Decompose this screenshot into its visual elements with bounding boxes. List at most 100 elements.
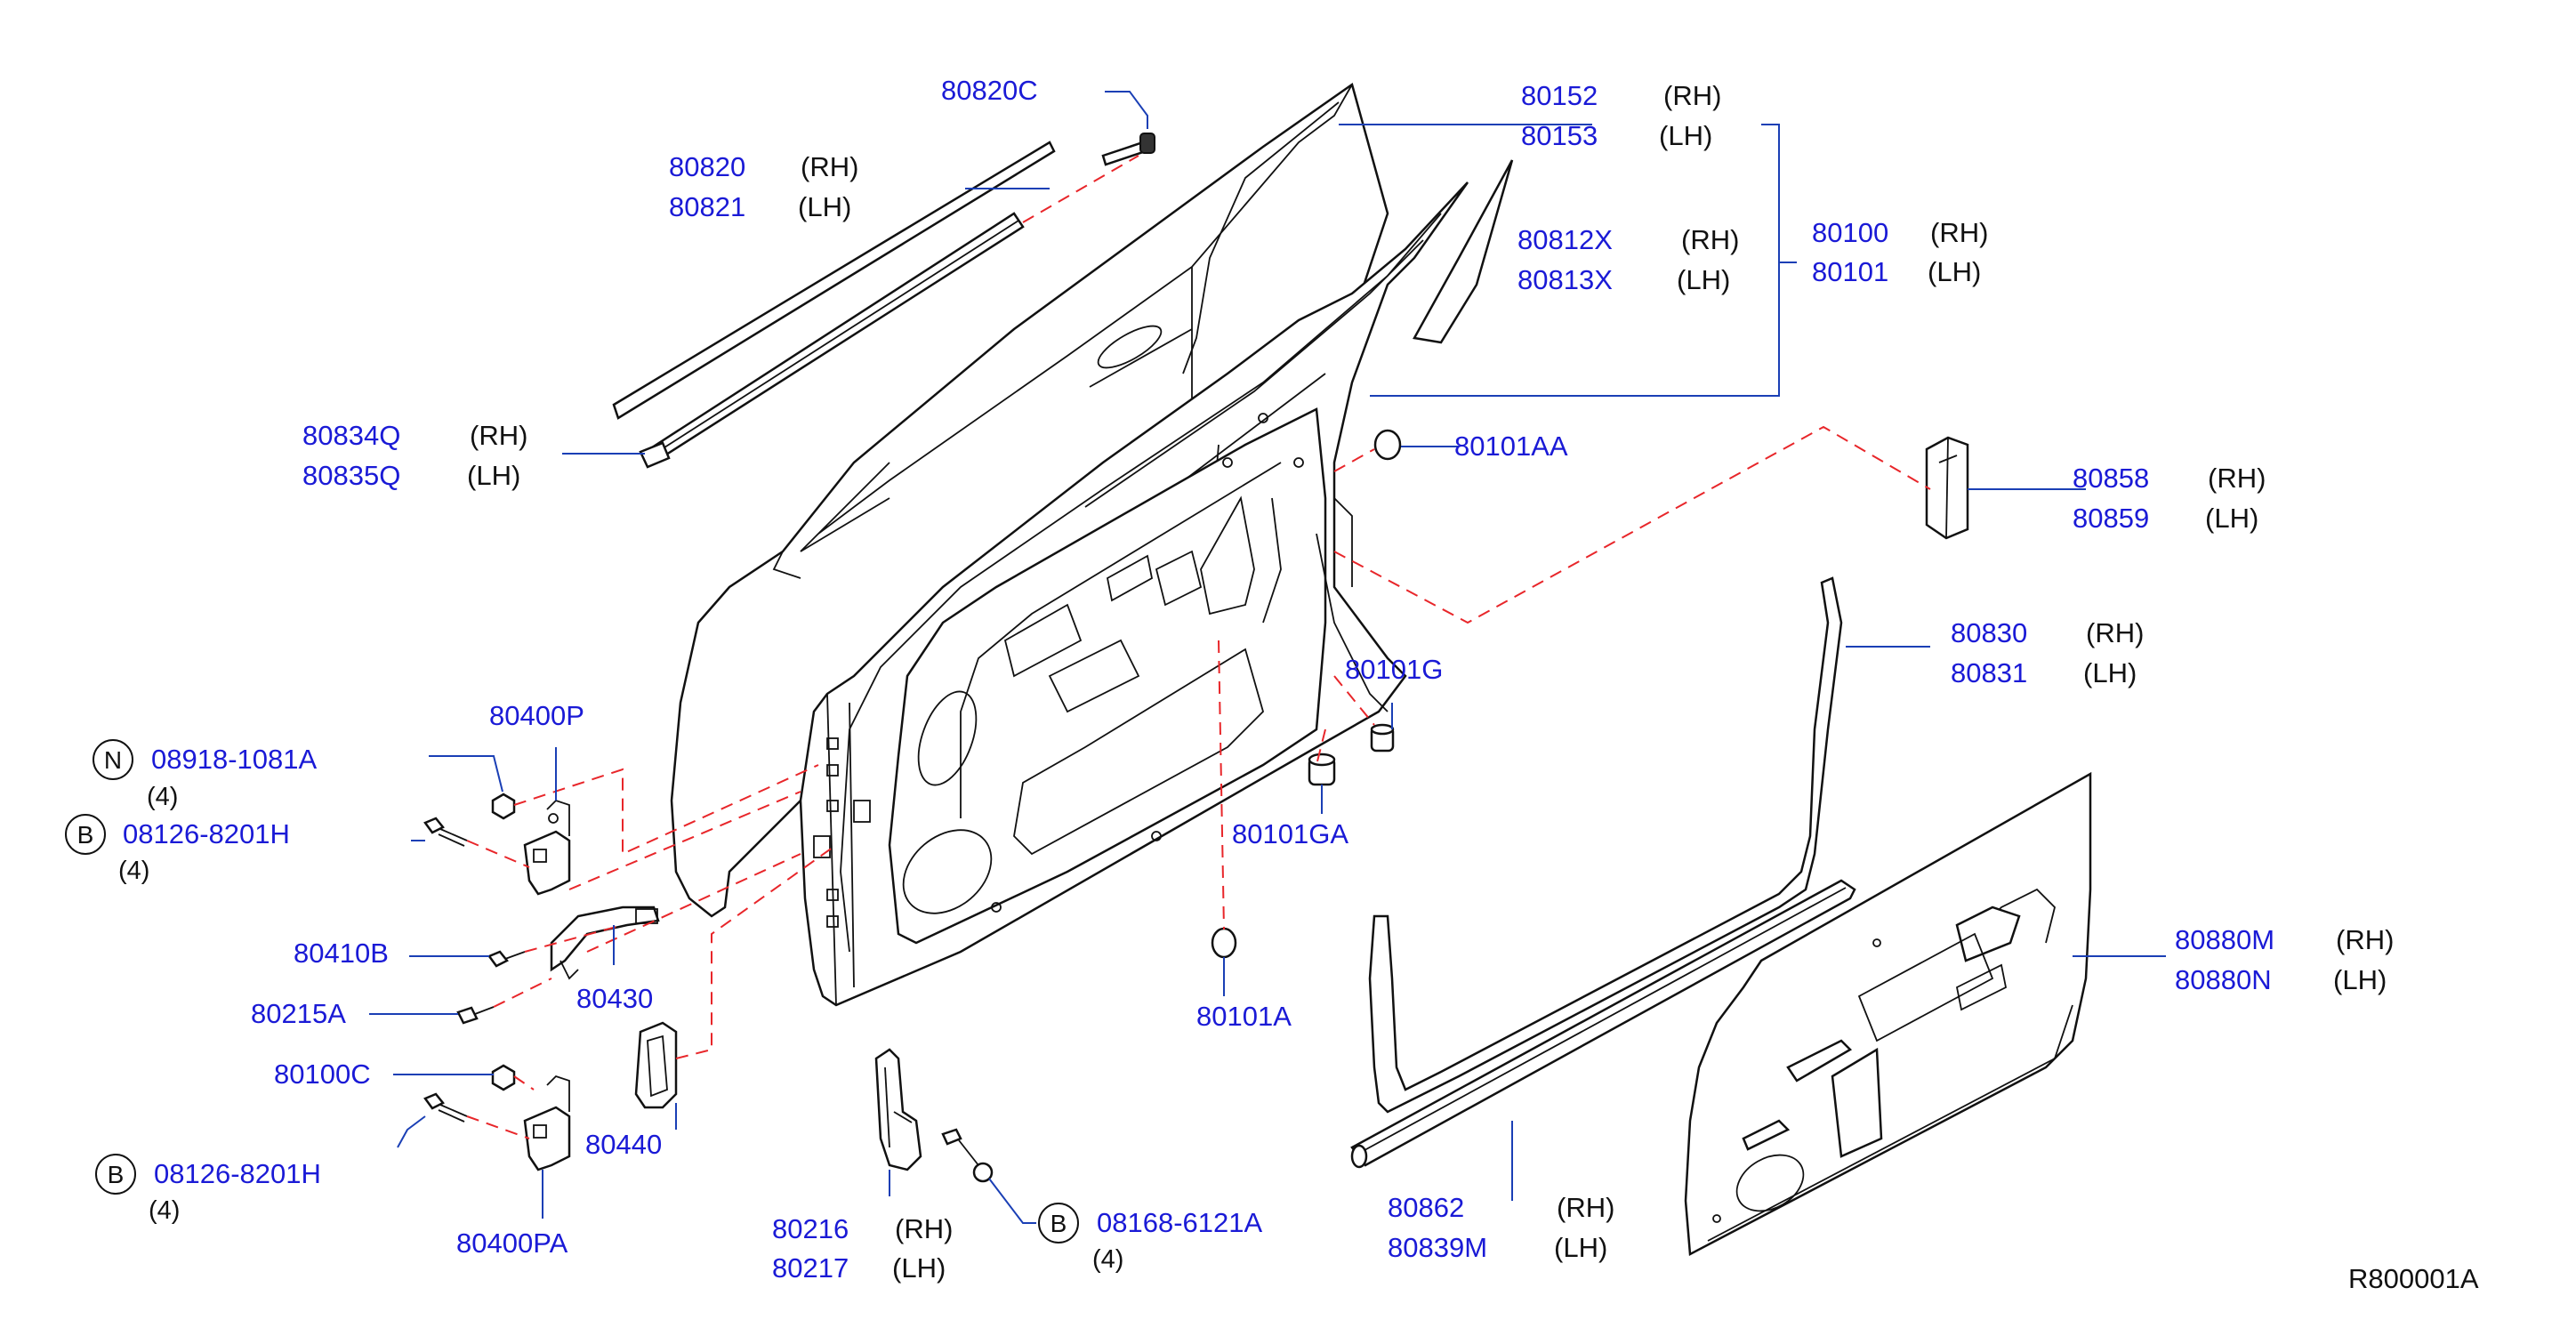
part-number-lh[interactable]: 80859: [2073, 503, 2149, 534]
side-rh: (RH): [1681, 224, 1739, 255]
callout-80100c[interactable]: 80100C: [274, 1058, 371, 1090]
callout-80820[interactable]: 80820 (RH) 80821 (LH): [669, 151, 858, 222]
callout-80152[interactable]: 80152 (RH) 80153 (LH): [1521, 80, 1721, 151]
callout-08918-1081a[interactable]: N 08918-1081A (4): [93, 739, 317, 811]
part-number[interactable]: 08918-1081A: [151, 744, 317, 775]
letter-badge: [95, 1154, 136, 1195]
callout-08126-8201h-lower[interactable]: B 08126-8201H (4): [95, 1154, 321, 1225]
side-rh: (RH): [801, 151, 858, 182]
part-number-lh[interactable]: 80880N: [2175, 964, 2272, 995]
part-number[interactable]: 80100C: [274, 1058, 371, 1090]
letter-badge: [1038, 1203, 1079, 1244]
callout-80834q[interactable]: 80834Q (RH) 80835Q (LH): [302, 420, 527, 491]
part-number[interactable]: 80430: [576, 983, 653, 1014]
callout-80101a[interactable]: 80101A: [1196, 1001, 1292, 1032]
part-number-lh[interactable]: 80813X: [1517, 264, 1613, 295]
callout-80440[interactable]: 80440: [585, 1129, 662, 1160]
lower-hinge: [523, 1075, 571, 1171]
bolt-lower: [423, 1092, 468, 1123]
part-number-rh[interactable]: 80830: [1951, 617, 2027, 648]
part-number[interactable]: 80101GA: [1232, 818, 1348, 849]
part-number-rh[interactable]: 80834Q: [302, 420, 400, 451]
callout-80101ga[interactable]: 80101GA: [1232, 818, 1348, 849]
callout-80830[interactable]: 80830 (RH) 80831 (LH): [1951, 617, 2144, 688]
dashed-guides: [466, 155, 1931, 1139]
callout-80215a[interactable]: 80215A: [251, 998, 346, 1029]
part-number-rh[interactable]: 80862: [1388, 1192, 1464, 1223]
sill-seal: [1350, 879, 1856, 1169]
part-number[interactable]: 80440: [585, 1129, 662, 1160]
callout-80812x[interactable]: 80812X (RH) 80813X (LH): [1517, 224, 1739, 295]
part-number-rh[interactable]: 80820: [669, 151, 745, 182]
callout-80101g[interactable]: 80101G: [1345, 654, 1443, 685]
part-number[interactable]: 80101G: [1345, 654, 1443, 685]
side-lh: (LH): [1677, 264, 1730, 295]
bolt-80410b: [487, 950, 526, 968]
part-number-rh[interactable]: 80152: [1521, 80, 1598, 111]
part-number-lh[interactable]: 80821: [669, 191, 745, 222]
part-number[interactable]: 08126-8201H: [123, 818, 290, 849]
door-inner-panel: [799, 181, 1469, 1007]
side-lh: (LH): [892, 1252, 946, 1284]
part-number[interactable]: 80410B: [294, 938, 389, 969]
bolt-upper: [423, 817, 468, 847]
part-number[interactable]: 08168-6121A: [1097, 1207, 1262, 1238]
callout-80216[interactable]: 80216 (RH) 80217 (LH): [772, 1213, 953, 1284]
part-number-lh[interactable]: 80101: [1812, 256, 1888, 287]
guide-block-80858: [1925, 436, 1969, 540]
part-number-rh[interactable]: 80858: [2073, 463, 2149, 494]
callout-80880m[interactable]: 80880M (RH) 80880N (LH): [2175, 924, 2394, 995]
part-number[interactable]: 80215A: [251, 998, 346, 1029]
part-number-lh[interactable]: 80835Q: [302, 460, 400, 491]
callout-80400p[interactable]: 80400P: [489, 700, 584, 731]
callout-80858[interactable]: 80858 (RH) 80859 (LH): [2073, 463, 2266, 534]
side-rh: (RH): [1557, 1192, 1614, 1223]
callout-80410b[interactable]: 80410B: [294, 938, 389, 969]
part-number[interactable]: 80101A: [1196, 1001, 1292, 1032]
callout-80101aa[interactable]: 80101AA: [1454, 431, 1568, 462]
part-number[interactable]: 80820C: [941, 75, 1038, 106]
part-number[interactable]: 80400P: [489, 700, 584, 731]
bolt-08168: [941, 1128, 994, 1183]
letter-badge: [93, 739, 133, 780]
callout-80100[interactable]: 80100 (RH) 80101 (LH): [1812, 217, 1988, 287]
callout-80820c[interactable]: 80820C: [941, 75, 1038, 106]
clip-80101ga: [1308, 753, 1336, 786]
part-number-rh[interactable]: 80812X: [1517, 224, 1613, 255]
nut-upper: [491, 793, 516, 820]
side-rh: (RH): [2086, 617, 2144, 648]
part-number-rh[interactable]: 80216: [772, 1213, 849, 1244]
screw-80820c: [1101, 133, 1155, 166]
side-lh: (LH): [1928, 256, 1981, 287]
part-number-lh[interactable]: 80217: [772, 1252, 849, 1284]
door-weatherstrip: [1368, 576, 1843, 1114]
part-number[interactable]: 80400PA: [456, 1227, 568, 1259]
part-number-lh[interactable]: 80839M: [1388, 1232, 1487, 1263]
part-number[interactable]: 08126-8201H: [154, 1158, 321, 1189]
part-number-rh[interactable]: 80880M: [2175, 924, 2274, 955]
door-check-link: [550, 905, 660, 980]
callout-08168-6121a[interactable]: B 08168-6121A (4): [1038, 1203, 1262, 1274]
letter-badge: [65, 814, 106, 855]
side-rh: (RH): [2208, 463, 2266, 494]
side-lh: (LH): [467, 460, 520, 491]
callout-80400pa[interactable]: 80400PA: [456, 1227, 568, 1259]
door-trim-panel: [1684, 771, 2092, 1256]
quantity: (4): [1092, 1245, 1123, 1274]
side-rh: (RH): [1663, 80, 1721, 111]
side-rh: (RH): [1930, 217, 1988, 248]
callout-80430[interactable]: 80430: [576, 983, 653, 1014]
side-rh: (RH): [2336, 924, 2394, 955]
part-number[interactable]: 80101AA: [1454, 431, 1568, 462]
part-number-lh[interactable]: 80153: [1521, 120, 1598, 151]
quantity: (4): [118, 857, 149, 885]
side-lh: (LH): [1554, 1232, 1607, 1263]
side-lh: (LH): [2333, 964, 2387, 995]
letter: B: [108, 1161, 125, 1188]
part-number-lh[interactable]: 80831: [1951, 657, 2027, 688]
glass-run-channel: [612, 141, 1056, 469]
callout-80862[interactable]: 80862 (RH) 80839M (LH): [1388, 1192, 1614, 1263]
callout-08126-8201h-upper[interactable]: B 08126-8201H (4): [65, 814, 290, 885]
quantity: (4): [147, 783, 178, 811]
part-number-rh[interactable]: 80100: [1812, 217, 1888, 248]
